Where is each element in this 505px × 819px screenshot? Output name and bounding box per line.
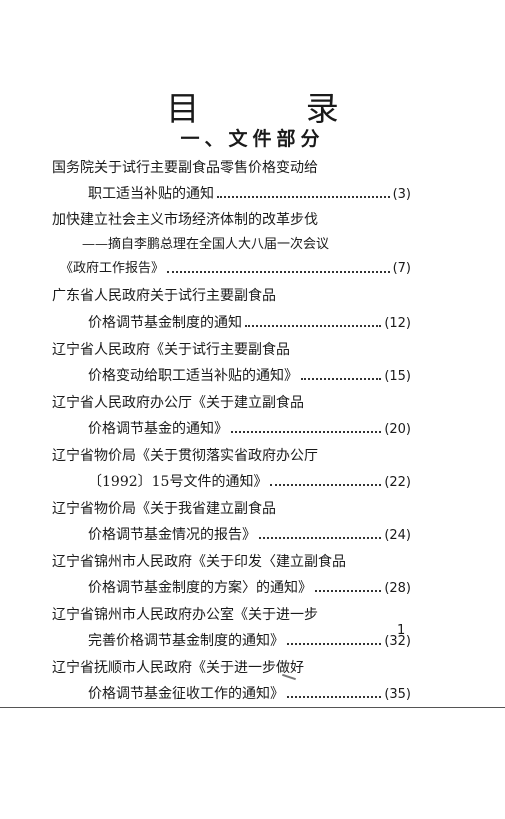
page-number: (20): [384, 422, 411, 437]
toc-entry-title: 加快建立社会主义市场经济体制的改革步伐: [52, 212, 318, 228]
toc-entry-title: 辽宁省物价局《关于贯彻落实省政府办公厅: [52, 448, 318, 464]
page-title: 目 录: [166, 89, 387, 128]
toc-entry-line: 〔1992〕15号文件的通知》(22): [88, 470, 411, 494]
toc-entry-line: 价格变动给职工适当补贴的通知》(15): [88, 364, 411, 388]
toc-entry-title: 辽宁省抚顺市人民政府《关于进一步做好: [52, 660, 304, 676]
section-title: 一、文件部分: [180, 128, 325, 150]
toc-entry-line: 价格调节基金征收工作的通知》(35): [88, 682, 411, 706]
toc-entry-title: 辽宁省人民政府《关于试行主要副食品: [52, 342, 290, 358]
page-number: (32): [384, 634, 411, 649]
page-folio: 1: [397, 623, 406, 638]
toc-entry-title: 广东省人民政府关于试行主要副食品: [52, 288, 276, 304]
toc-entry-title: 辽宁省人民政府办公厅《关于建立副食品: [52, 395, 304, 411]
page-number: (22): [384, 475, 411, 490]
toc-entry-line: 职工适当补贴的通知(3): [88, 182, 411, 206]
page-number: (12): [384, 316, 411, 331]
page-number: (7): [392, 261, 411, 276]
toc-entry-title: 辽宁省物价局《关于我省建立副食品: [52, 501, 276, 517]
toc-entry-title: 辽宁省锦州市人民政府办公室《关于进一步: [52, 607, 318, 623]
toc-entry-line: 《政府工作报告》(7): [60, 257, 411, 281]
toc-entry-line: 价格调节基金情况的报告》(24): [88, 523, 411, 547]
toc-entry-line: 完善价格调节基金制度的通知》(32): [88, 629, 411, 653]
toc-entry-title: 国务院关于试行主要副食品零售价格变动给: [52, 160, 318, 176]
page-number: (28): [384, 581, 411, 596]
toc-entry-line: 价格调节基金制度的方案〉的通知》(28): [88, 576, 411, 600]
toc-entry-line: 价格调节基金制度的通知(12): [88, 311, 411, 335]
toc-entry-title: 辽宁省锦州市人民政府《关于印发〈建立副食品: [52, 554, 346, 570]
page-number: (3): [392, 187, 411, 202]
page-number: (35): [384, 687, 411, 702]
page-number: (15): [384, 369, 411, 384]
bottom-rule: [0, 707, 505, 708]
toc-entry-line: 价格调节基金的通知》(20): [88, 417, 411, 441]
page-number: (24): [384, 528, 411, 543]
toc-entry-subtitle: ——摘自李鹏总理在全国人大八届一次会议: [82, 237, 330, 252]
